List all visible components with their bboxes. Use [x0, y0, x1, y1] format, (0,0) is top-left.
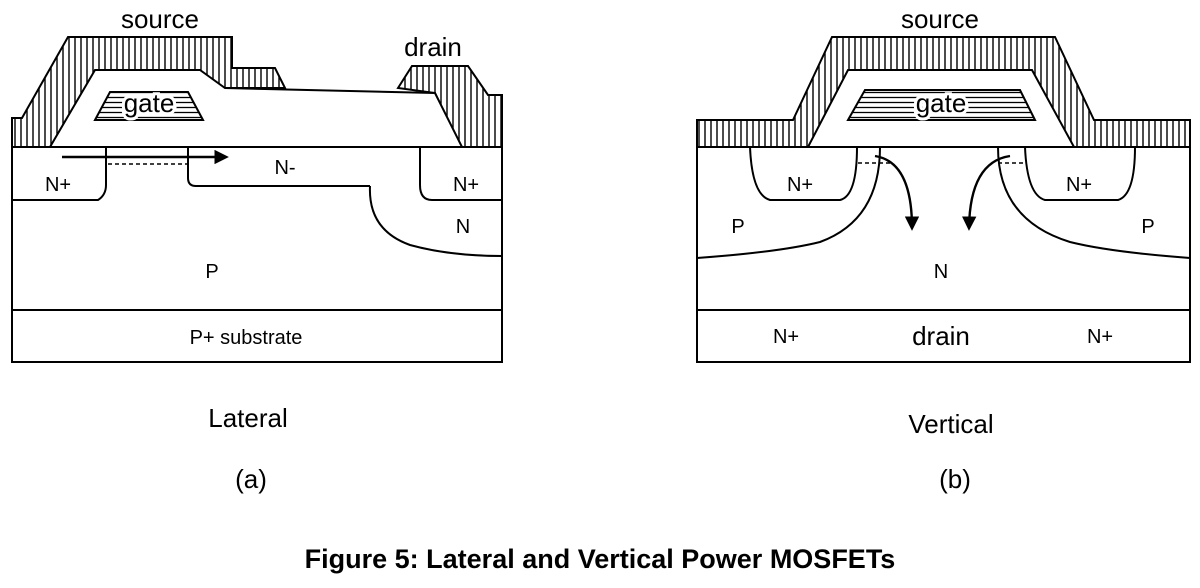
lateral-gate-label: gate: [124, 88, 175, 118]
vertical-n-plus-left: [749, 146, 858, 201]
lateral-gate: [93, 91, 205, 121]
vertical-p-well-right: [997, 146, 1191, 259]
vertical-n-plus-left-label: N+: [787, 174, 813, 196]
vertical-n-plus-right: [1024, 146, 1136, 201]
lateral-sublabel: (a): [235, 464, 267, 494]
lateral-n-plus-left: [12, 147, 107, 201]
lateral-source-label: source: [121, 4, 199, 34]
figure-caption: Figure 5: Lateral and Vertical Power MOS…: [305, 544, 896, 574]
vertical-n-plus-right-label: N+: [1066, 174, 1092, 196]
vertical-current-arrow-left: [874, 154, 920, 231]
vertical-mosfet: [696, 36, 1191, 363]
lateral-n-plus-right-label: N+: [453, 174, 479, 196]
vertical-source-label: source: [901, 4, 979, 34]
vertical-p-well-left: [696, 146, 881, 259]
lateral-n-region-label: N: [456, 216, 470, 238]
lateral-n-minus: [187, 147, 370, 187]
vertical-body-outline: [696, 146, 1191, 363]
vertical-p-left-label: P: [731, 216, 744, 238]
vertical-title: Vertical: [908, 409, 993, 439]
vertical-bottom-n-plus-right-label: N+: [1087, 326, 1113, 348]
vertical-gate: [846, 89, 1037, 121]
vertical-gate-label: gate: [916, 88, 967, 118]
vertical-current-arrow-right: [961, 154, 1011, 231]
lateral-n-plus-right: [419, 147, 502, 201]
lateral-drain-label: drain: [404, 32, 462, 62]
lateral-n-plus-left-label: N+: [45, 174, 71, 196]
vertical-n-region-label: N: [934, 261, 948, 283]
vertical-bottom-n-plus-left-label: N+: [773, 326, 799, 348]
vertical-p-right-label: P: [1141, 216, 1154, 238]
lateral-mosfet: [11, 36, 503, 363]
lateral-substrate-label: P+ substrate: [190, 327, 303, 349]
lateral-n-region: [368, 185, 503, 257]
lateral-n-minus-label: N-: [274, 157, 295, 179]
vertical-sublabel: (b): [939, 464, 971, 494]
lateral-title: Lateral: [208, 403, 288, 433]
lateral-p-region-label: P: [205, 261, 218, 283]
vertical-drain-label: drain: [912, 321, 970, 351]
